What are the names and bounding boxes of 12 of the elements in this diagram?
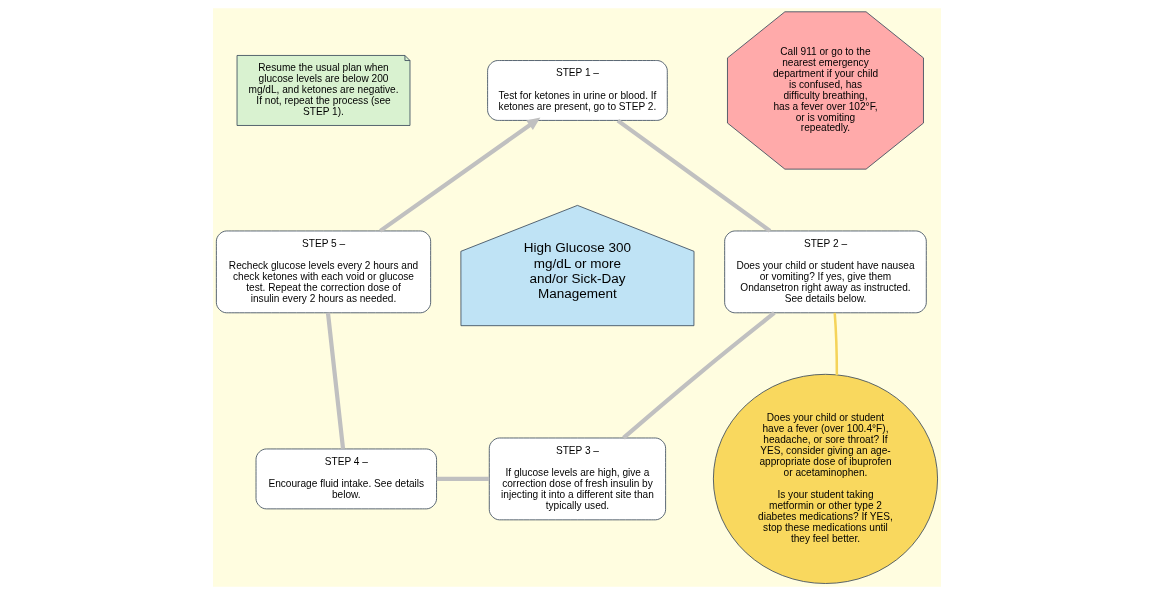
node-box: STEP 2 – Does your child or student have nausea or vomiting? If yes, give them Ondansetron right away as instructed. See details below.: [723, 230, 927, 314]
connector: [832, 312, 838, 376]
node-box: STEP 1 – Test for ketones in urine or blood. If ketones are present, go to STEP 2.: [486, 60, 668, 121]
node-circle: Does your child or student have a fever (over 100.4°F), headache, or sore throat? If YES, consider giving an age-appropriate dose of ibuprofen or acetaminophen. Is your student taking metformin or other type 2 diabetes medications? If YES, stop these medications until they feel better.: [712, 373, 938, 584]
node-box: STEP 5 – Recheck glucose levels every 2 hours and check ketones with each void or glucose test. Repeat the correction dose of insulin every 2 hours as needed.: [215, 230, 431, 314]
connector: [616, 118, 771, 233]
node-box: STEP 3 – If glucose levels are high, give a correction dose of fresh insulin by injecting it into a different site than typically used.: [488, 437, 666, 521]
connector: [621, 311, 776, 440]
node-box: STEP 4 – Encourage fluid intake. See details below.: [255, 448, 437, 510]
connector: [325, 312, 345, 449]
connector: [436, 476, 489, 482]
arrow: [378, 117, 540, 233]
